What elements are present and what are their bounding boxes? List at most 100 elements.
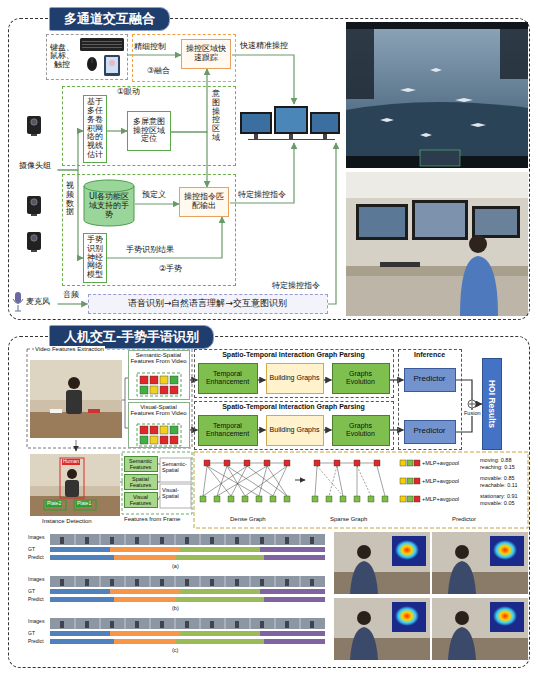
process-box: 手势识别神经网络模型 [83,233,107,283]
microphone-icon [15,305,21,311]
annotation-label: Plate2 [46,501,62,507]
keyboard-mouse-icon [104,55,120,76]
feature-squares [140,436,148,444]
game-screenshot [346,22,528,29]
instance-detection-photo [44,500,66,510]
connector-to-monitor [230,143,294,203]
feature-squares [170,426,178,434]
sparse-graph [312,496,388,502]
edge-label: 精细控制 [134,43,166,52]
annotation-label: Predictor [452,516,476,523]
game-screenshot [420,150,460,166]
edge-label: 预定义 [142,191,166,200]
video-frame-photo [66,390,82,414]
node-label: Graphs Evolution [335,370,387,386]
connector-arrow [171,132,207,187]
keyboard-mouse-icon [82,42,122,48]
node-label: 麦克风 [26,298,50,307]
process-box: Building Graphs [266,363,324,394]
process-box: Building Graphs [266,415,324,446]
operator-photo [346,276,528,316]
annotation-label: Human [62,459,80,465]
sign-language-photo [334,598,430,660]
node-label: 基于多任务卷积网络的视线估计 [86,98,104,161]
sequence-strip [50,534,325,644]
process-box: 基于多任务卷积网络的视线估计 [83,95,107,163]
sign-language-photo [334,532,430,594]
node-label: Building Graphs [270,426,320,434]
sign-language-photo [432,532,528,594]
annotation-label: Images [28,619,44,625]
game-screenshot [380,68,486,137]
connector-arrow [107,130,127,131]
panel-title: 多通道交互融合 [49,7,170,31]
operator-photo [359,207,405,237]
node-label: Semantic-Spatial Features From Video [130,352,188,365]
camera-icon [31,250,37,252]
fusion-symbol [468,400,476,408]
annotation-label: movable: 0.05 [480,500,515,506]
edge-label: 音频 [63,291,79,300]
module-group: Spatio-Temporal Interaction Graph Parsin… [194,349,394,398]
database-cylinder-shape [84,180,134,226]
annotation-label: Video Features Extraction [34,346,105,353]
video-frame-photo [50,409,62,413]
microphone-icon [13,292,23,311]
monitor-wall [276,108,306,132]
operator-photo [415,203,465,237]
camera-icon [31,199,37,205]
annotation-label: 快速精准操控 [240,42,288,51]
keyboard-mouse-icon [92,57,93,63]
node-label: Inference [399,351,461,358]
predictor-squares [414,496,420,502]
frame-outline [137,373,181,396]
operator-photo [356,204,408,240]
keyboard-mouse-icon [80,38,124,76]
node-label: ③融合 [147,67,170,76]
predictor-squares [407,478,413,484]
feature-squares [150,376,158,384]
connector-arrow [390,429,404,430]
feature-squares [160,426,168,434]
connector-arrow [128,54,182,55]
annotation-label: 意图操控区域 [212,90,220,143]
annotation-label: Predict [28,555,44,561]
monitor-wall [240,106,340,140]
microphone-icon [13,299,23,304]
module-group: Spatio-Temporal Interaction Graph Parsin… [194,401,394,450]
predictor-squares [407,460,413,466]
process-box: 操控区域快速跟踪 [181,39,231,69]
feature-squares [140,376,148,384]
annotation-label: Plate1 [76,501,92,507]
game-screenshot [346,22,528,168]
predictor-squares [400,460,406,466]
annotation-label: GT [28,547,35,553]
keyboard-mouse-icon [109,60,115,66]
feature-box: Spatial Features [124,474,158,490]
feature-squares [170,386,178,394]
game-screenshot [346,29,374,99]
feature-squares [150,426,158,434]
keyboard-mouse-icon [106,57,118,73]
dense-graph [200,496,290,502]
predictor-squares [414,460,420,466]
dense-graph [295,480,305,481]
feature-squares [170,436,178,444]
annotation-label: Predict [28,639,44,645]
connector-arrow [258,379,266,380]
keyboard-mouse-icon [80,38,124,51]
process-box: 多屏意图操控区域定位 [127,111,171,151]
annotation-label: reachable: 0.11 [480,482,518,488]
video-frame-photo [30,412,122,438]
camera-icon [31,119,37,125]
camera-icon [27,196,41,214]
monitor-wall [289,134,293,139]
node-label: HOI Results [487,379,497,427]
sparse-graph [312,460,388,502]
predictor-squares [414,478,420,484]
operator-photo [472,206,520,238]
annotation-label: Semantic-Spatial [162,461,190,473]
feature-squares [140,426,148,434]
operator-photo [469,235,487,253]
